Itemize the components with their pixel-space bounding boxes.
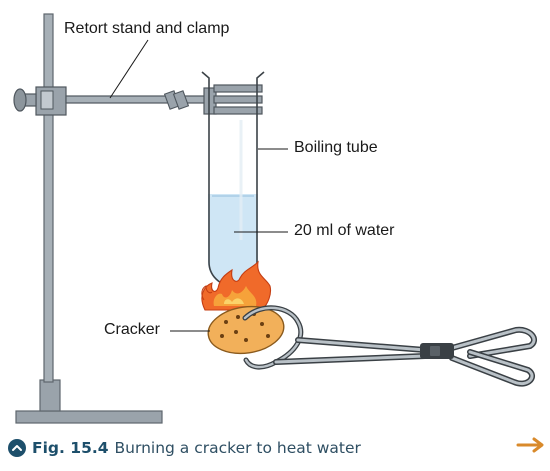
stand-base	[15, 410, 163, 424]
tongs	[242, 305, 537, 387]
label-retort-stand: Retort stand and clamp	[64, 20, 230, 37]
figure-number: Fig. 15.4	[32, 439, 109, 457]
label-cracker: Cracker	[104, 321, 161, 338]
flames	[201, 260, 272, 311]
figure-caption-text: Burning a cracker to heat water	[114, 439, 361, 457]
figure-caption: Fig. 15.4 Burning a cracker to heat wate…	[8, 436, 361, 460]
arrow-right-icon[interactable]	[516, 436, 546, 454]
chevron-up-icon[interactable]	[8, 439, 26, 457]
label-boiling-tube: Boiling tube	[294, 139, 378, 156]
clamp-screw	[163, 90, 190, 110]
clamp-jaws	[203, 84, 263, 115]
cracker	[207, 305, 285, 355]
label-water: 20 ml of water	[294, 222, 395, 239]
stand-leader	[109, 39, 149, 99]
stand-rod	[43, 13, 54, 383]
